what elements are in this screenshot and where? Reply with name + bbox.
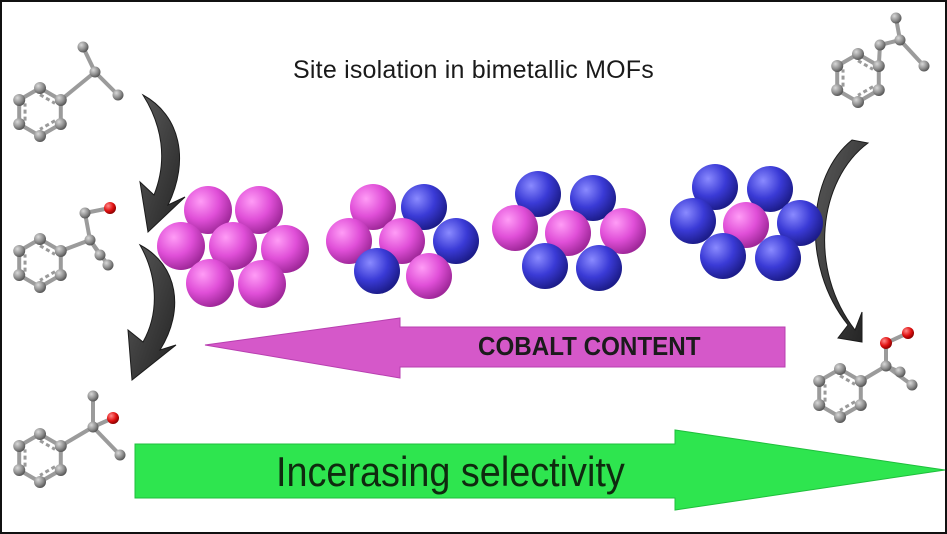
metal-sphere (700, 233, 746, 279)
figure-title: Site isolation in bimetallic MOFs (293, 56, 654, 84)
metal-sphere (515, 171, 561, 217)
metal-sphere (777, 200, 823, 246)
cobalt-sphere (157, 222, 205, 270)
cobalt-sphere (600, 208, 646, 254)
cobalt-content-arrow (204, 317, 786, 379)
carbon-atom (54, 118, 67, 130)
cobalt-sphere (406, 253, 452, 299)
metal-sphere (576, 245, 622, 291)
carbon-atom (834, 411, 846, 423)
cluster-1 (157, 186, 309, 308)
cluster-4 (670, 164, 823, 281)
carbon-atom (79, 207, 91, 219)
carbon-atom (87, 421, 99, 433)
carbon-atom (54, 464, 67, 476)
oxygen-atom (104, 202, 116, 214)
cobalt-sphere (326, 218, 372, 264)
carbon-atom (13, 118, 26, 130)
carbon-atom (894, 34, 906, 46)
metal-sphere (354, 248, 400, 294)
carbon-atom (94, 249, 106, 261)
carbon-atom (834, 363, 846, 375)
cobalt-sphere (209, 222, 257, 270)
carbon-atom (880, 360, 892, 372)
cluster-3 (492, 171, 646, 291)
carbon-atom (906, 379, 918, 391)
carbon-atom (13, 269, 26, 281)
carbon-atom (918, 60, 930, 72)
increasing-selectivity-label: Incerasing selectivity (276, 448, 625, 495)
cumyl-alcohol-right (813, 327, 918, 423)
metal-sphere (401, 184, 447, 230)
metal-sphere (670, 198, 716, 244)
carbon-atom (54, 245, 67, 257)
cumene-right (831, 12, 930, 108)
carbon-atom (854, 375, 867, 387)
carbon-atom (872, 84, 885, 96)
carbon-atom (87, 390, 99, 402)
oxygen-atom (107, 412, 119, 424)
carbon-atom (894, 366, 906, 378)
carbon-atom (34, 82, 46, 94)
carbon-atom (54, 440, 67, 452)
metal-sphere (570, 175, 616, 221)
cobalt-sphere (545, 210, 591, 256)
carbon-atom (89, 66, 101, 78)
metal-sphere (692, 164, 738, 210)
carbon-atom (112, 89, 124, 101)
cluster-2 (326, 184, 479, 299)
carbon-atom (34, 233, 46, 245)
cumene-left (13, 41, 124, 142)
cobalt-sphere (238, 260, 286, 308)
oxygen-atom (902, 327, 914, 339)
carbon-atom (34, 281, 46, 293)
carbon-atom (852, 96, 864, 108)
acetophenone-left (13, 390, 126, 488)
cobalt-sphere (350, 184, 396, 230)
metal-sphere (522, 243, 568, 289)
carbon-atom (831, 60, 844, 72)
carbon-atom (13, 440, 26, 452)
carbon-atom (34, 130, 46, 142)
cobalt-sphere (492, 205, 538, 251)
carbon-atom (813, 375, 826, 387)
carbon-atom (852, 48, 864, 60)
cobalt-sphere (186, 259, 234, 307)
carbon-atom (13, 464, 26, 476)
carbon-atom (102, 259, 114, 271)
metal-sphere (755, 235, 801, 281)
carbon-atom (34, 476, 46, 488)
curved-arrow-left-bottom (127, 243, 177, 381)
carbon-atom (84, 234, 96, 246)
oxygen-atom (880, 337, 892, 349)
carbon-atom (872, 60, 885, 72)
carbon-atom (54, 94, 67, 106)
cobalt-sphere (261, 225, 309, 273)
curved-arrow-left-top (139, 93, 186, 234)
metal-sphere (747, 166, 793, 212)
carbon-atom (54, 269, 67, 281)
cumyl-alcohol-left (13, 202, 116, 293)
carbon-atom (114, 449, 126, 461)
curved-arrow-right (814, 139, 870, 343)
carbon-atom (77, 41, 89, 53)
carbon-atom (854, 399, 867, 411)
carbon-atom (813, 399, 826, 411)
carbon-atom (13, 245, 26, 257)
increasing-selectivity-arrow (134, 429, 946, 511)
carbon-atom (34, 428, 46, 440)
carbon-atom (13, 94, 26, 106)
cobalt-content-label: COBALT CONTENT (478, 331, 701, 361)
cobalt-sphere (235, 186, 283, 234)
carbon-atom (874, 39, 886, 51)
carbon-atom (831, 84, 844, 96)
carbon-atom (890, 12, 902, 24)
cobalt-sphere (184, 186, 232, 234)
metal-sphere (433, 218, 479, 264)
